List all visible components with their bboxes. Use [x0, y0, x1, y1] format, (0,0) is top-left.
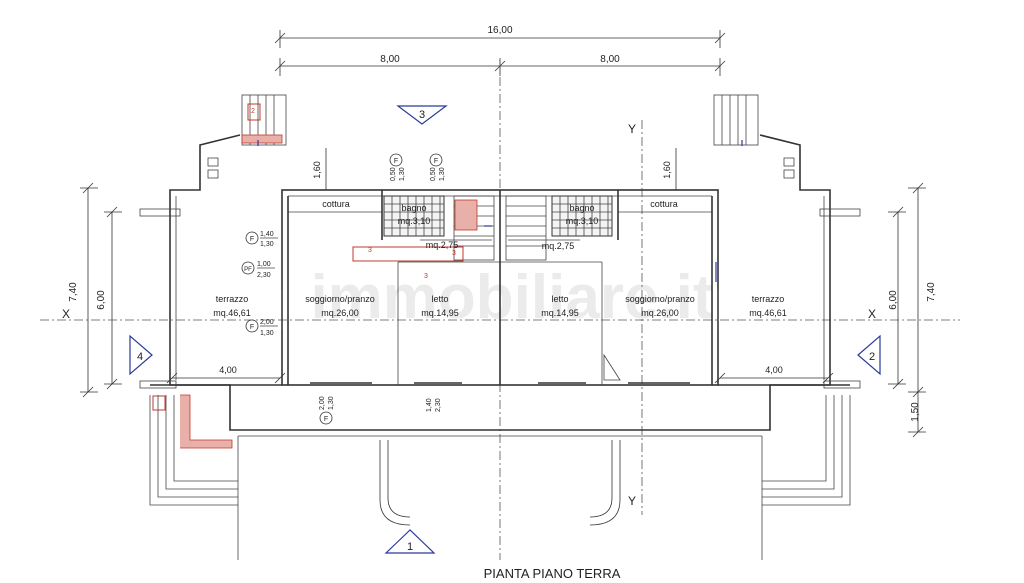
room-disimpegno-left: mq.2,75: [426, 240, 459, 250]
window-tag-f-2: F 2,00 1,30: [245, 319, 278, 337]
section-marker-2: 2: [857, 334, 881, 376]
dimension-left-height: 7,40 6,00: [68, 182, 122, 398]
room-terrazzo-right: terrazzo mq.46,61: [749, 294, 787, 318]
svg-text:mq.3,10: mq.3,10: [566, 216, 599, 226]
svg-text:mq.26,00: mq.26,00: [321, 308, 359, 318]
svg-text:2,00: 2,00: [319, 396, 326, 410]
height-left-inner-label: 6,00: [96, 290, 107, 310]
svg-text:1,60: 1,60: [662, 161, 672, 179]
room-letto-left: letto mq.14,95: [421, 294, 459, 318]
room-cottura-left: cottura: [322, 199, 350, 209]
svg-text:1: 1: [407, 541, 413, 553]
svg-text:mq.26,00: mq.26,00: [641, 308, 679, 318]
svg-text:PF: PF: [244, 267, 252, 273]
window-tag-pf: PF 1,00 2,30: [241, 261, 275, 279]
svg-text:2,00: 2,00: [260, 319, 274, 326]
dimension-kitchen-left: 1,60: [312, 148, 327, 190]
svg-text:mq.3,10: mq.3,10: [398, 216, 431, 226]
stair-mark-1: 3: [368, 247, 372, 254]
room-bagno-left: bagno mq.3,10: [398, 203, 431, 226]
dimension-right-height: 7,40 6,00 1,50: [888, 182, 937, 438]
dimension-kitchen-right: 1,60: [662, 148, 677, 190]
svg-text:mq.46,61: mq.46,61: [749, 308, 787, 318]
svg-text:mq.14,95: mq.14,95: [421, 308, 459, 318]
svg-text:1,30: 1,30: [399, 167, 406, 181]
svg-text:4,00: 4,00: [765, 365, 783, 375]
dimension-terrace-right: 4,00: [714, 365, 834, 384]
axis-y-top: Y: [628, 122, 636, 136]
stair-mark-2: 3: [452, 250, 456, 257]
watermark: immobiliare.it: [310, 263, 713, 332]
svg-text:F: F: [250, 324, 254, 331]
room-disimpegno-right: mq.2,75: [542, 241, 575, 251]
room-soggiorno-right: soggiorno/pranzo mq.26,00: [625, 294, 695, 318]
bathroom-right: [551, 195, 613, 237]
stair-mark-3: 3: [424, 273, 428, 280]
section-marker-4: 4: [129, 334, 153, 376]
half-right-label: 8,00: [600, 54, 620, 65]
building-walls: [139, 94, 861, 560]
door-tag: 1,40 2,30: [426, 398, 442, 412]
svg-text:terrazzo: terrazzo: [752, 294, 785, 304]
height-right-inner-label: 6,00: [888, 290, 899, 310]
window-tag-f-4: F 0,50 1,30: [429, 153, 446, 181]
svg-text:1,00: 1,00: [257, 261, 271, 268]
svg-text:bagno: bagno: [569, 203, 594, 213]
svg-text:1,60: 1,60: [312, 161, 322, 179]
svg-text:2,30: 2,30: [435, 398, 442, 412]
height-left-label: 7,40: [68, 282, 79, 302]
svg-text:2: 2: [869, 351, 875, 363]
svg-text:1,30: 1,30: [328, 396, 335, 410]
dimension-terrace-left: 4,00: [166, 365, 286, 384]
half-left-label: 8,00: [380, 54, 400, 65]
svg-text:bagno: bagno: [401, 203, 426, 213]
svg-text:1,40: 1,40: [426, 398, 433, 412]
height-right-label: 7,40: [926, 282, 937, 302]
svg-text:F: F: [324, 416, 328, 423]
svg-text:terrazzo: terrazzo: [216, 294, 249, 304]
svg-text:mq.14,95: mq.14,95: [541, 308, 579, 318]
svg-text:F: F: [434, 158, 438, 165]
svg-text:0,50: 0,50: [430, 167, 437, 181]
window-tag-f-5: F 2,00 1,30: [319, 396, 335, 425]
stair-mark-4: 2: [251, 108, 255, 115]
axis-x-left: X: [62, 307, 70, 321]
svg-text:0,50: 0,50: [390, 167, 397, 181]
svg-text:4: 4: [137, 351, 143, 363]
room-terrazzo-left: terrazzo mq.46,61: [213, 294, 251, 318]
section-marker-1: 1: [384, 529, 436, 554]
room-soggiorno-left: soggiorno/pranzo mq.26,00: [305, 294, 375, 318]
room-bagno-right: bagno mq.3,10: [566, 203, 599, 226]
svg-text:soggiorno/pranzo: soggiorno/pranzo: [625, 294, 695, 304]
section-marker-3: 3: [396, 105, 448, 125]
dimension-total-width: 16,00: [274, 25, 726, 48]
svg-text:soggiorno/pranzo: soggiorno/pranzo: [305, 294, 375, 304]
svg-text:letto: letto: [551, 294, 568, 304]
axis-y-bottom: Y: [628, 494, 636, 508]
svg-text:3: 3: [419, 109, 425, 121]
svg-text:1,40: 1,40: [260, 231, 274, 238]
svg-text:F: F: [250, 236, 254, 243]
total-width-label: 16,00: [487, 25, 512, 36]
svg-text:mq.46,61: mq.46,61: [213, 308, 251, 318]
bathroom-left: [383, 195, 445, 237]
svg-text:1,30: 1,30: [439, 167, 446, 181]
room-letto-right: letto mq.14,95: [541, 294, 579, 318]
porch-right-label: 1,50: [910, 402, 921, 422]
svg-text:2,30: 2,30: [257, 272, 271, 279]
window-tag-f-1: F 1,40 1,30: [245, 231, 278, 248]
svg-text:letto: letto: [431, 294, 448, 304]
axis-x-right: X: [868, 307, 876, 321]
window-tag-f-3: F 0,50 1,30: [389, 153, 406, 181]
svg-text:1,30: 1,30: [260, 241, 274, 248]
drawing-title: PIANTA PIANO TERRA: [484, 566, 621, 581]
svg-text:1,30: 1,30: [260, 330, 274, 337]
svg-text:F: F: [394, 158, 398, 165]
room-cottura-right: cottura: [650, 199, 678, 209]
svg-text:4,00: 4,00: [219, 365, 237, 375]
